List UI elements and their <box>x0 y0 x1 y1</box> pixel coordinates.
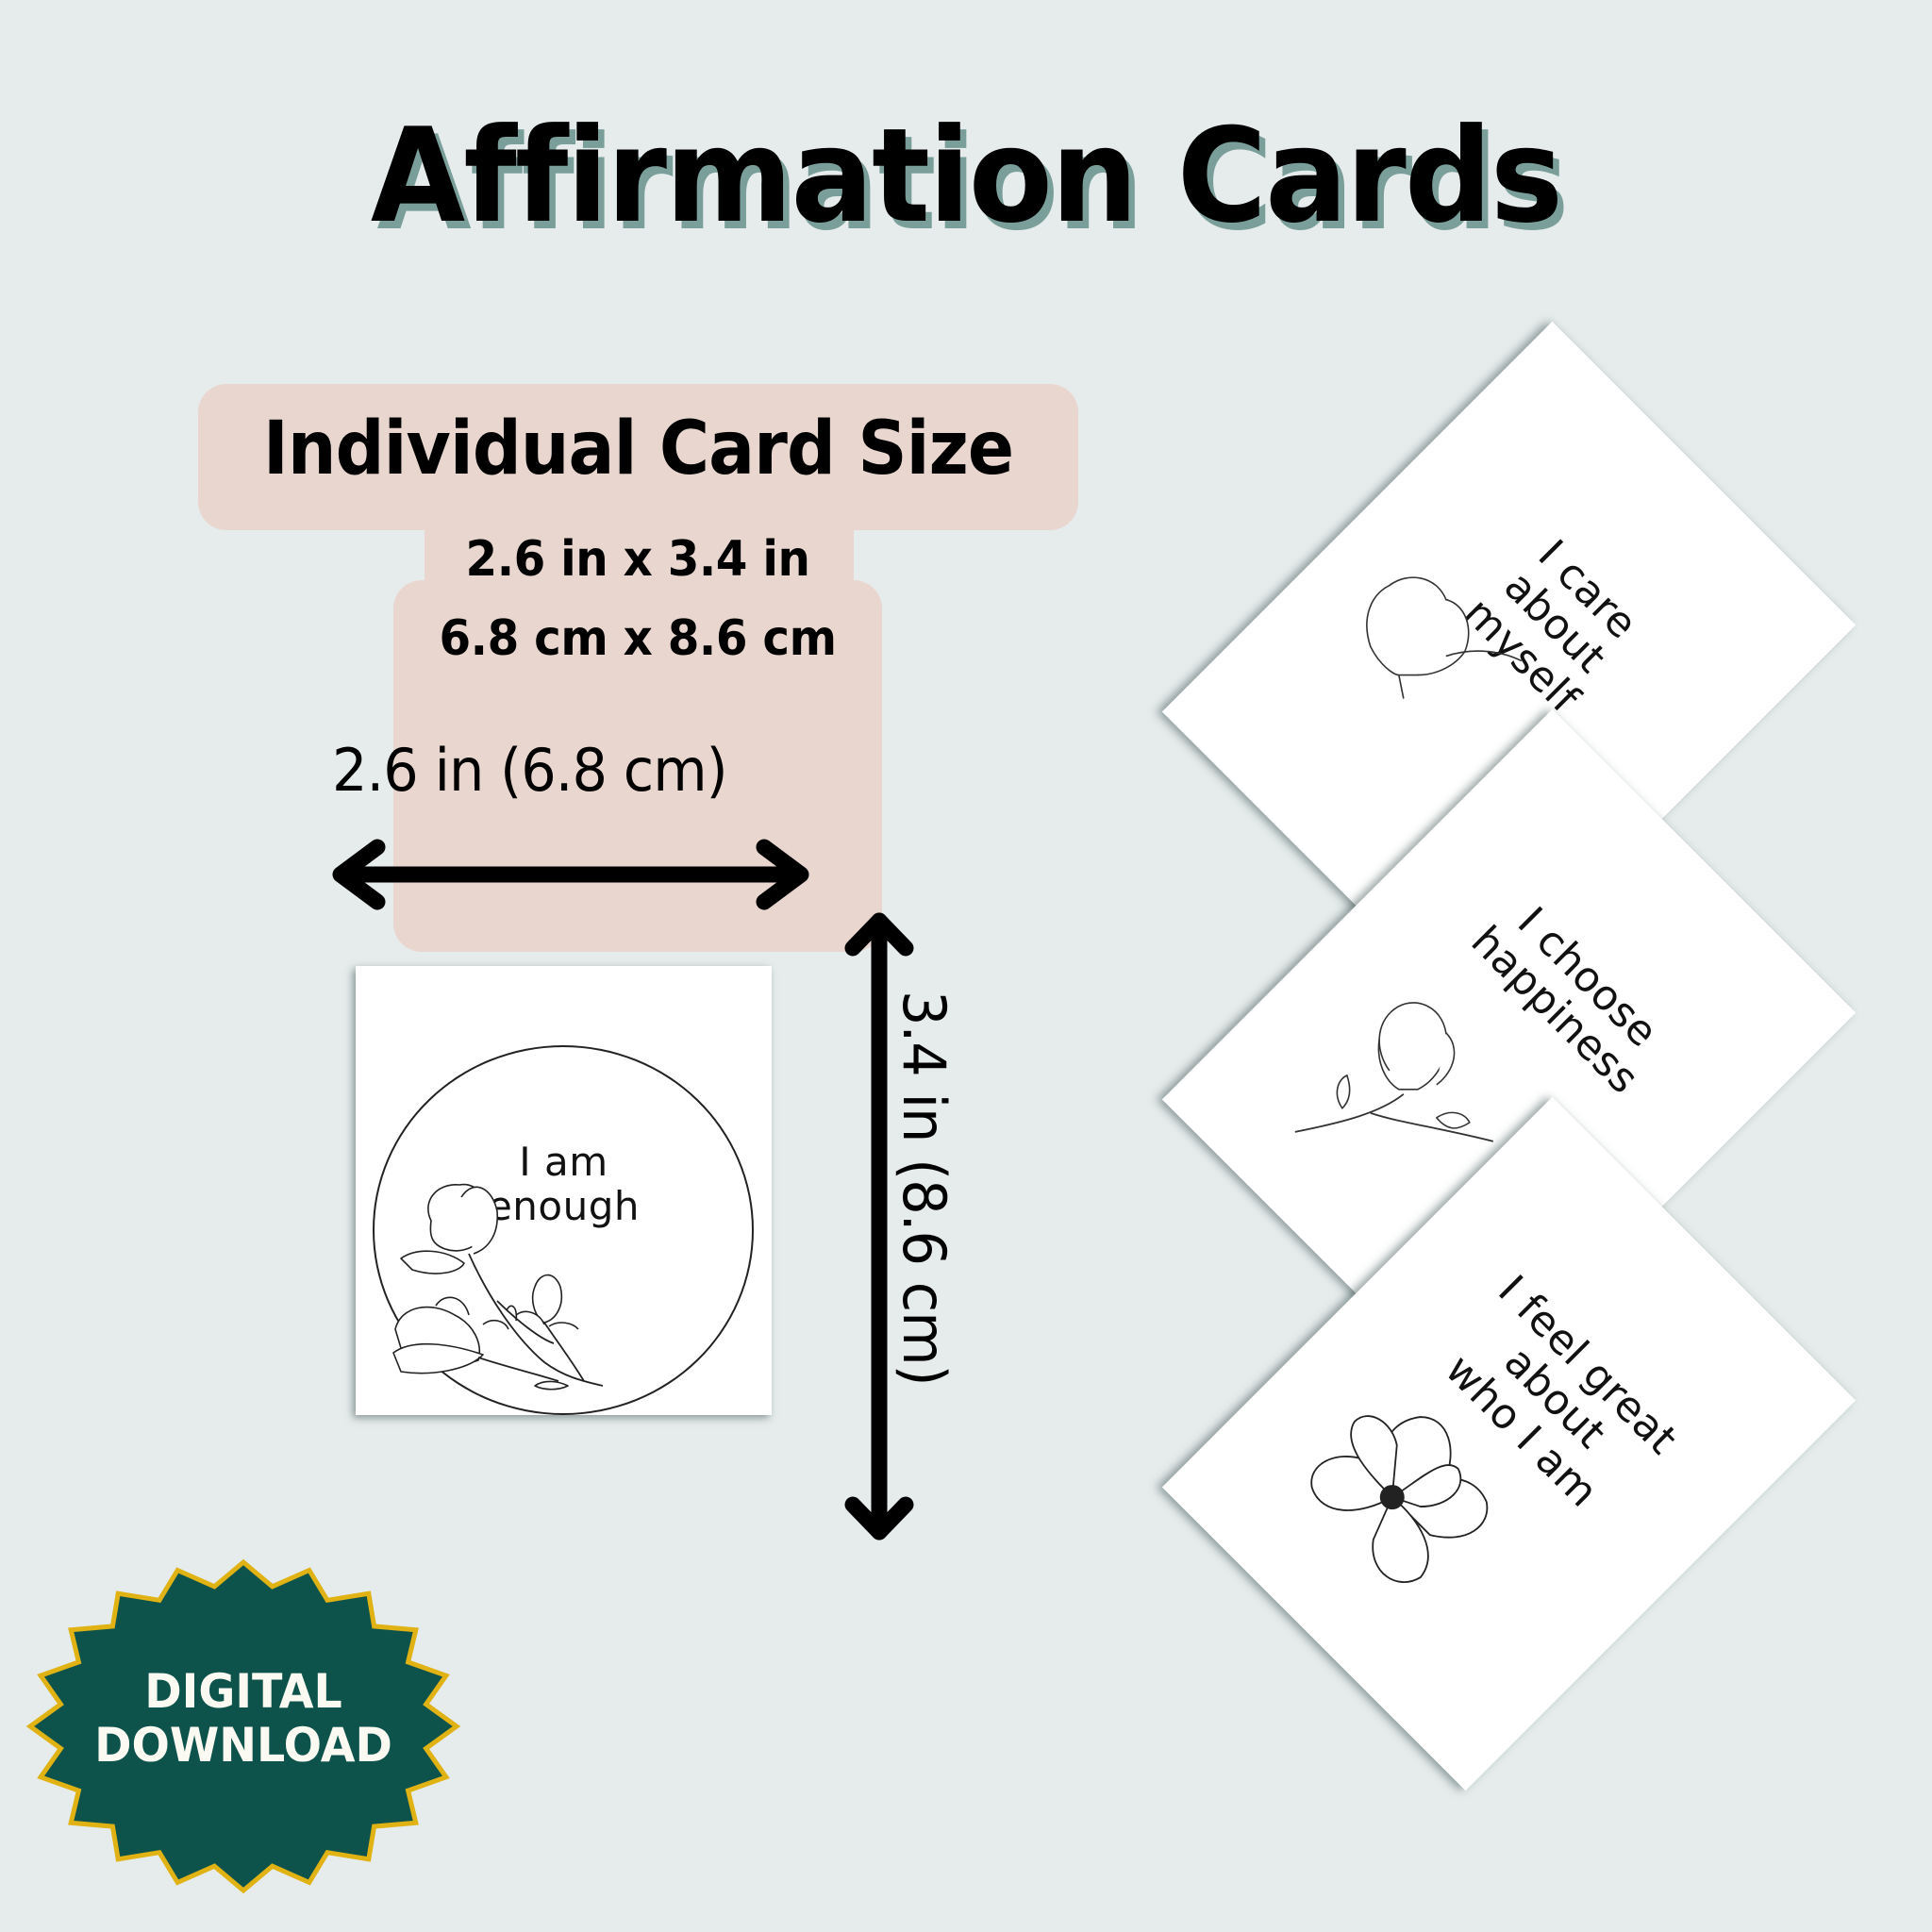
magnolia-branch-icon <box>392 1183 604 1391</box>
digital-download-badge: DIGITAL DOWNLOAD <box>30 1665 457 1773</box>
badge-line-2: DOWNLOAD <box>94 1718 392 1773</box>
pill-notch-right <box>854 530 901 580</box>
size-pill-bottom <box>393 580 882 952</box>
pill-notch-left <box>377 530 425 580</box>
vertical-double-arrow-icon <box>844 912 914 1541</box>
badge-line-1: DIGITAL <box>144 1664 342 1719</box>
size-pill-top <box>198 384 1078 530</box>
horizontal-double-arrow-icon <box>332 839 809 910</box>
size-inches: 2.6 in x 3.4 in <box>465 531 810 588</box>
magnolia-bud-icon <box>1366 576 1523 699</box>
size-centimeters: 6.8 cm x 8.6 cm <box>439 610 837 667</box>
magnolia-bloom-icon <box>1310 1415 1489 1583</box>
height-dimension-label: 3.4 in (8.6 cm) <box>890 991 958 1386</box>
starburst-badge-icon <box>25 1558 461 1894</box>
magnolia-branch-icon <box>1294 1002 1494 1142</box>
circle-frame <box>373 1045 754 1415</box>
page-title: Affirmation Cards <box>370 100 1563 252</box>
width-dimension-label: 2.6 in (6.8 cm) <box>332 736 728 805</box>
size-heading: Individual Card Size <box>262 407 1014 491</box>
